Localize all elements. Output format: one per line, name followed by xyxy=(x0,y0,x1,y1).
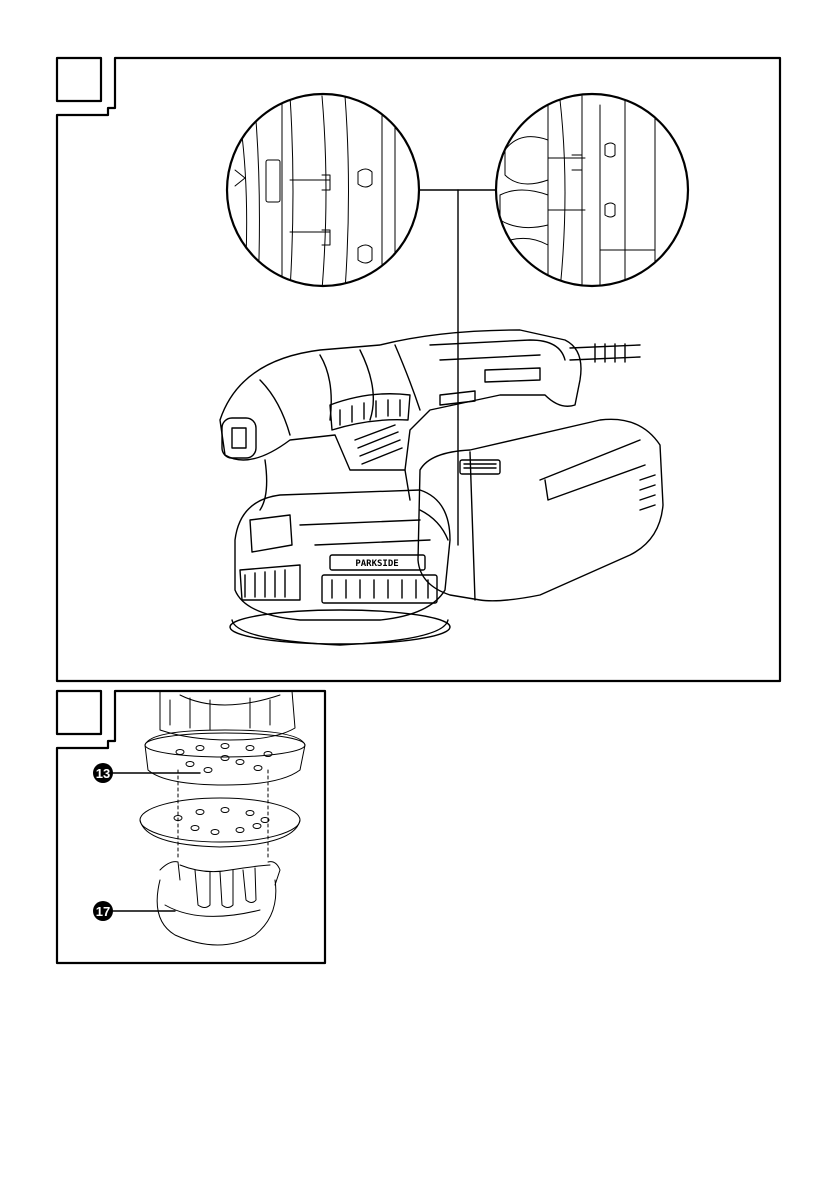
detail-circle-right xyxy=(496,94,688,290)
detail-leader-lines xyxy=(419,190,496,545)
callout-17-number: 17 xyxy=(96,904,110,919)
callout-13-number: 13 xyxy=(96,766,110,781)
brand-logo-text: PARKSIDE xyxy=(355,559,398,569)
figure-b-label-box xyxy=(57,691,101,734)
callout-13: 13 xyxy=(93,763,200,783)
callout-17: 17 xyxy=(93,901,175,921)
figure-a-frame xyxy=(57,58,780,681)
detail-circle-left xyxy=(227,94,419,290)
random-orbital-sander-illustration: PARKSIDE xyxy=(220,330,663,645)
figure-a-label-box xyxy=(57,58,101,101)
sanding-pad-exploded-illustration xyxy=(140,691,305,945)
